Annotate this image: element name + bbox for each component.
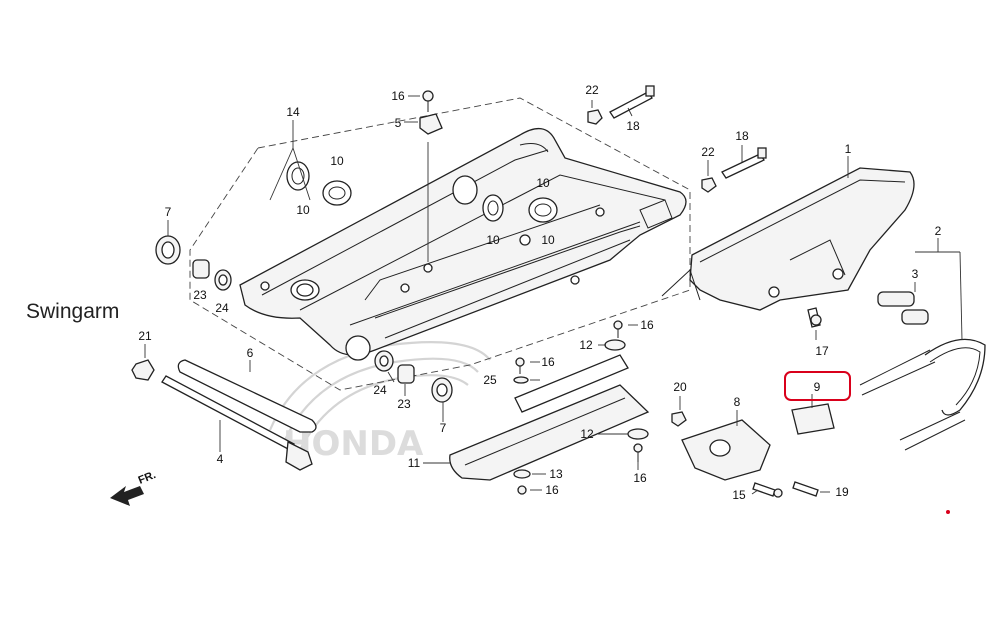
label-18a: 18 bbox=[626, 119, 640, 133]
label-3: 3 bbox=[912, 267, 919, 281]
nut-22a bbox=[587, 109, 603, 125]
bolt-18a bbox=[609, 85, 655, 119]
label-1: 1 bbox=[845, 142, 852, 156]
master-link-3 bbox=[877, 291, 929, 325]
diagram-title: Swingarm bbox=[26, 300, 120, 323]
seal-24-left bbox=[214, 269, 232, 291]
label-13: 13 bbox=[549, 467, 563, 481]
label-16d: 16 bbox=[633, 471, 647, 485]
bolt-16b bbox=[613, 320, 623, 338]
label-15: 15 bbox=[732, 488, 746, 502]
label-18b: 18 bbox=[735, 129, 749, 143]
bushing-10e bbox=[296, 283, 314, 297]
bushing-10b bbox=[322, 180, 352, 206]
label-19: 19 bbox=[835, 485, 849, 499]
pivot-bolt-4 bbox=[161, 375, 313, 471]
chain-guide-8 bbox=[681, 419, 771, 481]
label-21: 21 bbox=[138, 329, 152, 343]
label-23-right: 23 bbox=[397, 397, 411, 411]
washer-12-top bbox=[604, 339, 626, 351]
slider-arm bbox=[514, 354, 629, 413]
highlight-box-9 bbox=[784, 371, 851, 401]
label-22a: 22 bbox=[585, 83, 599, 97]
bolt-19 bbox=[792, 481, 819, 497]
bolt-16c bbox=[515, 357, 525, 374]
washer-12-bottom bbox=[627, 428, 649, 440]
part-number-labels: 1 2 3 4 5 6 7 7 8 9 10 10 10 10 10 11 12… bbox=[138, 83, 941, 502]
label-10a: 10 bbox=[296, 203, 310, 217]
label-16e: 16 bbox=[545, 483, 559, 497]
collar-23-right bbox=[397, 364, 415, 384]
label-4: 4 bbox=[217, 452, 224, 466]
bolt-16d bbox=[633, 443, 643, 462]
label-12-bottom: 12 bbox=[580, 427, 594, 441]
label-11: 11 bbox=[408, 456, 421, 470]
washer-25 bbox=[513, 376, 529, 384]
label-16c: 16 bbox=[541, 355, 555, 369]
chain-slider-11 bbox=[449, 384, 650, 481]
label-7-left: 7 bbox=[165, 205, 172, 219]
guide-pad-9 bbox=[791, 403, 835, 435]
label-8: 8 bbox=[734, 395, 741, 409]
group-box-14 bbox=[189, 97, 691, 391]
drive-chain-2 bbox=[859, 338, 986, 451]
label-20: 20 bbox=[673, 380, 687, 394]
label-2: 2 bbox=[935, 224, 942, 238]
collar-23-left bbox=[192, 259, 210, 279]
bolt-16a bbox=[422, 90, 434, 112]
bushing-10d bbox=[528, 197, 558, 223]
cap-5 bbox=[419, 113, 443, 135]
label-23-left: 23 bbox=[193, 288, 207, 302]
label-12-top: 12 bbox=[579, 338, 593, 352]
bearing-7-right bbox=[431, 377, 453, 403]
label-10c: 10 bbox=[536, 176, 550, 190]
label-24-right: 24 bbox=[373, 383, 387, 397]
washer-13 bbox=[513, 469, 531, 479]
nut-20 bbox=[671, 411, 687, 427]
direction-label: FR. bbox=[137, 469, 158, 487]
label-17: 17 bbox=[815, 344, 829, 358]
swingarm bbox=[239, 128, 687, 361]
bolt-15 bbox=[752, 482, 783, 498]
nut-22b bbox=[701, 177, 717, 193]
label-22b: 22 bbox=[701, 145, 715, 159]
label-10e: 10 bbox=[541, 233, 555, 247]
label-25: 25 bbox=[483, 373, 497, 387]
bearing-7-left bbox=[155, 235, 181, 265]
bolt-18b bbox=[721, 147, 767, 179]
seal-24-right bbox=[374, 350, 394, 372]
leader-lines bbox=[144, 95, 963, 495]
bolt-17 bbox=[807, 307, 822, 328]
label-14: 14 bbox=[286, 105, 300, 119]
label-10b: 10 bbox=[330, 154, 344, 168]
label-24-left: 24 bbox=[215, 301, 229, 315]
label-5: 5 bbox=[395, 116, 402, 130]
pivot-shaft-6 bbox=[177, 359, 317, 433]
label-16a: 16 bbox=[391, 89, 405, 103]
bushing-10c bbox=[482, 194, 504, 222]
bolt-16e bbox=[517, 485, 527, 495]
label-9: 9 bbox=[814, 380, 821, 394]
label-7-right: 7 bbox=[440, 421, 447, 435]
label-10d: 10 bbox=[486, 233, 500, 247]
red-dot bbox=[946, 510, 950, 514]
label-16b: 16 bbox=[640, 318, 654, 332]
label-6: 6 bbox=[247, 346, 254, 360]
nut-21 bbox=[131, 359, 155, 381]
front-direction-arrow: FR. bbox=[110, 469, 158, 506]
chain-case-1 bbox=[661, 167, 915, 311]
